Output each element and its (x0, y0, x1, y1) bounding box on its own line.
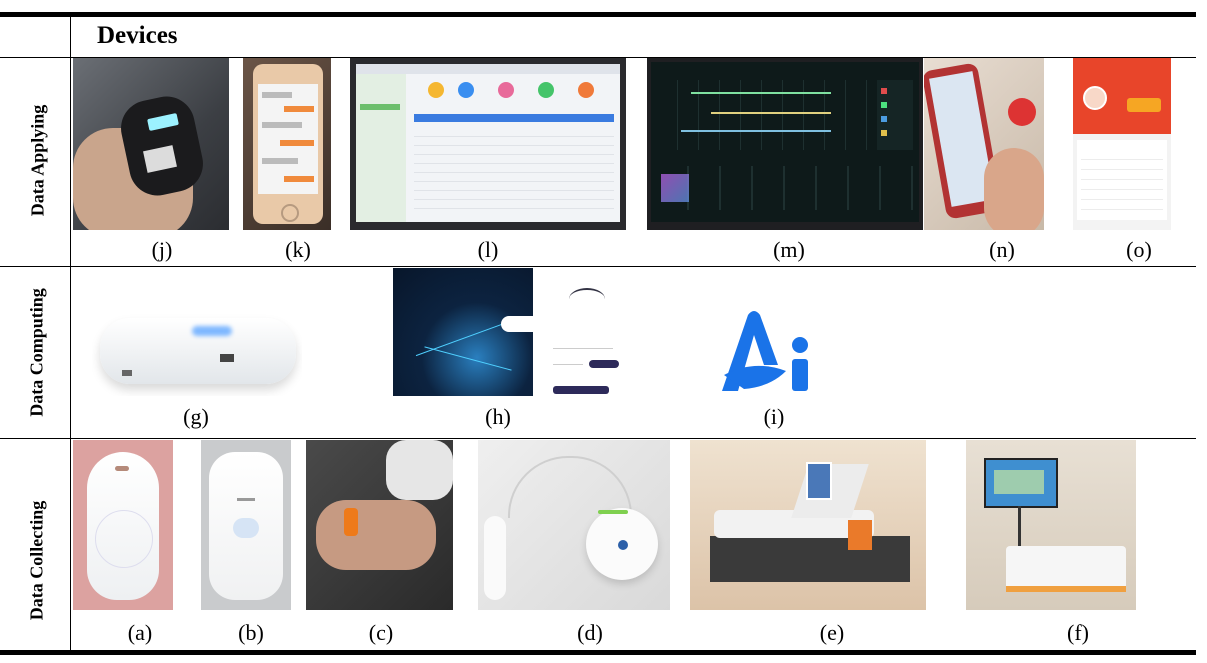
image-g (92, 300, 302, 396)
image-m (647, 58, 923, 230)
avatar (1083, 86, 1107, 110)
finger (984, 148, 1044, 230)
caption-o: (o) (1126, 237, 1152, 262)
ai-logo-icon (722, 311, 808, 391)
image-o (1073, 58, 1171, 230)
handheld-probe (484, 516, 506, 600)
phone-screen (258, 84, 318, 194)
image-c (306, 440, 453, 610)
bottom-rule (0, 650, 1196, 655)
caption-n: (n) (989, 237, 1015, 262)
sidebar (356, 74, 406, 222)
elderly-hand (316, 500, 436, 570)
image-j (73, 58, 229, 230)
report-button (1127, 98, 1161, 112)
image-d (478, 440, 670, 610)
sensor-led (618, 540, 628, 550)
monitor-screen (356, 64, 620, 222)
input-field-1 (553, 348, 613, 349)
image-h (393, 268, 629, 396)
image-e (690, 440, 926, 610)
caption-m: (m) (773, 237, 805, 262)
legend-box (877, 80, 913, 150)
caption-d: (d) (577, 620, 603, 645)
tag-circle (95, 510, 153, 568)
row-divider-1 (0, 266, 1196, 267)
home-button (281, 204, 299, 222)
login-button-graphic (589, 360, 619, 368)
label-column-divider (70, 14, 71, 654)
row-divider-2 (0, 438, 1196, 439)
image-n (924, 58, 1044, 230)
caption-f: (f) (1067, 620, 1089, 645)
device-slot (237, 498, 255, 501)
glove (386, 440, 453, 500)
network-graphic (393, 268, 533, 396)
monitor-stand (1018, 506, 1021, 576)
control-screen (806, 462, 832, 500)
row-label-applying: Data Applying (27, 104, 48, 217)
image-a (73, 440, 173, 610)
orange-panel (848, 520, 872, 550)
orange-wristband (344, 508, 358, 536)
training-table (1006, 546, 1126, 590)
login-card (501, 316, 547, 332)
orange-edge (1006, 586, 1126, 592)
caption-j: (j) (151, 237, 173, 262)
caption-l: (l) (477, 237, 499, 262)
header-title: Devices (97, 22, 178, 49)
bed-frame (710, 536, 910, 582)
tag-slot (115, 466, 129, 471)
info-card (1077, 140, 1167, 220)
image-f (966, 440, 1136, 610)
red-toy (1008, 98, 1036, 126)
image-b (201, 440, 291, 610)
confirm-button-graphic (553, 386, 609, 394)
caption-h: (h) (485, 404, 511, 429)
device-button (233, 518, 259, 538)
caption-k: (k) (285, 237, 311, 262)
image-i (714, 305, 828, 395)
header-divider (0, 57, 1196, 58)
caption-i: (i) (763, 404, 785, 429)
caption-e: (e) (819, 620, 845, 645)
top-rule (0, 12, 1196, 17)
caption-c: (c) (368, 620, 394, 645)
input-field-2 (553, 364, 583, 365)
status-light (192, 326, 232, 336)
row-label-computing: Data Computing (26, 288, 47, 417)
caption-g: (g) (183, 404, 209, 429)
row-label-collecting: Data Collecting (26, 500, 47, 621)
charts-screen (651, 62, 919, 222)
caption-a: (a) (127, 620, 153, 645)
table-header-bar (414, 114, 614, 122)
hdmi-port (220, 354, 234, 362)
green-ring (598, 510, 628, 514)
image-l (350, 58, 626, 230)
caption-b: (b) (238, 620, 264, 645)
image-k (243, 58, 331, 230)
usb-port (122, 370, 132, 376)
brand-logo (569, 288, 605, 310)
